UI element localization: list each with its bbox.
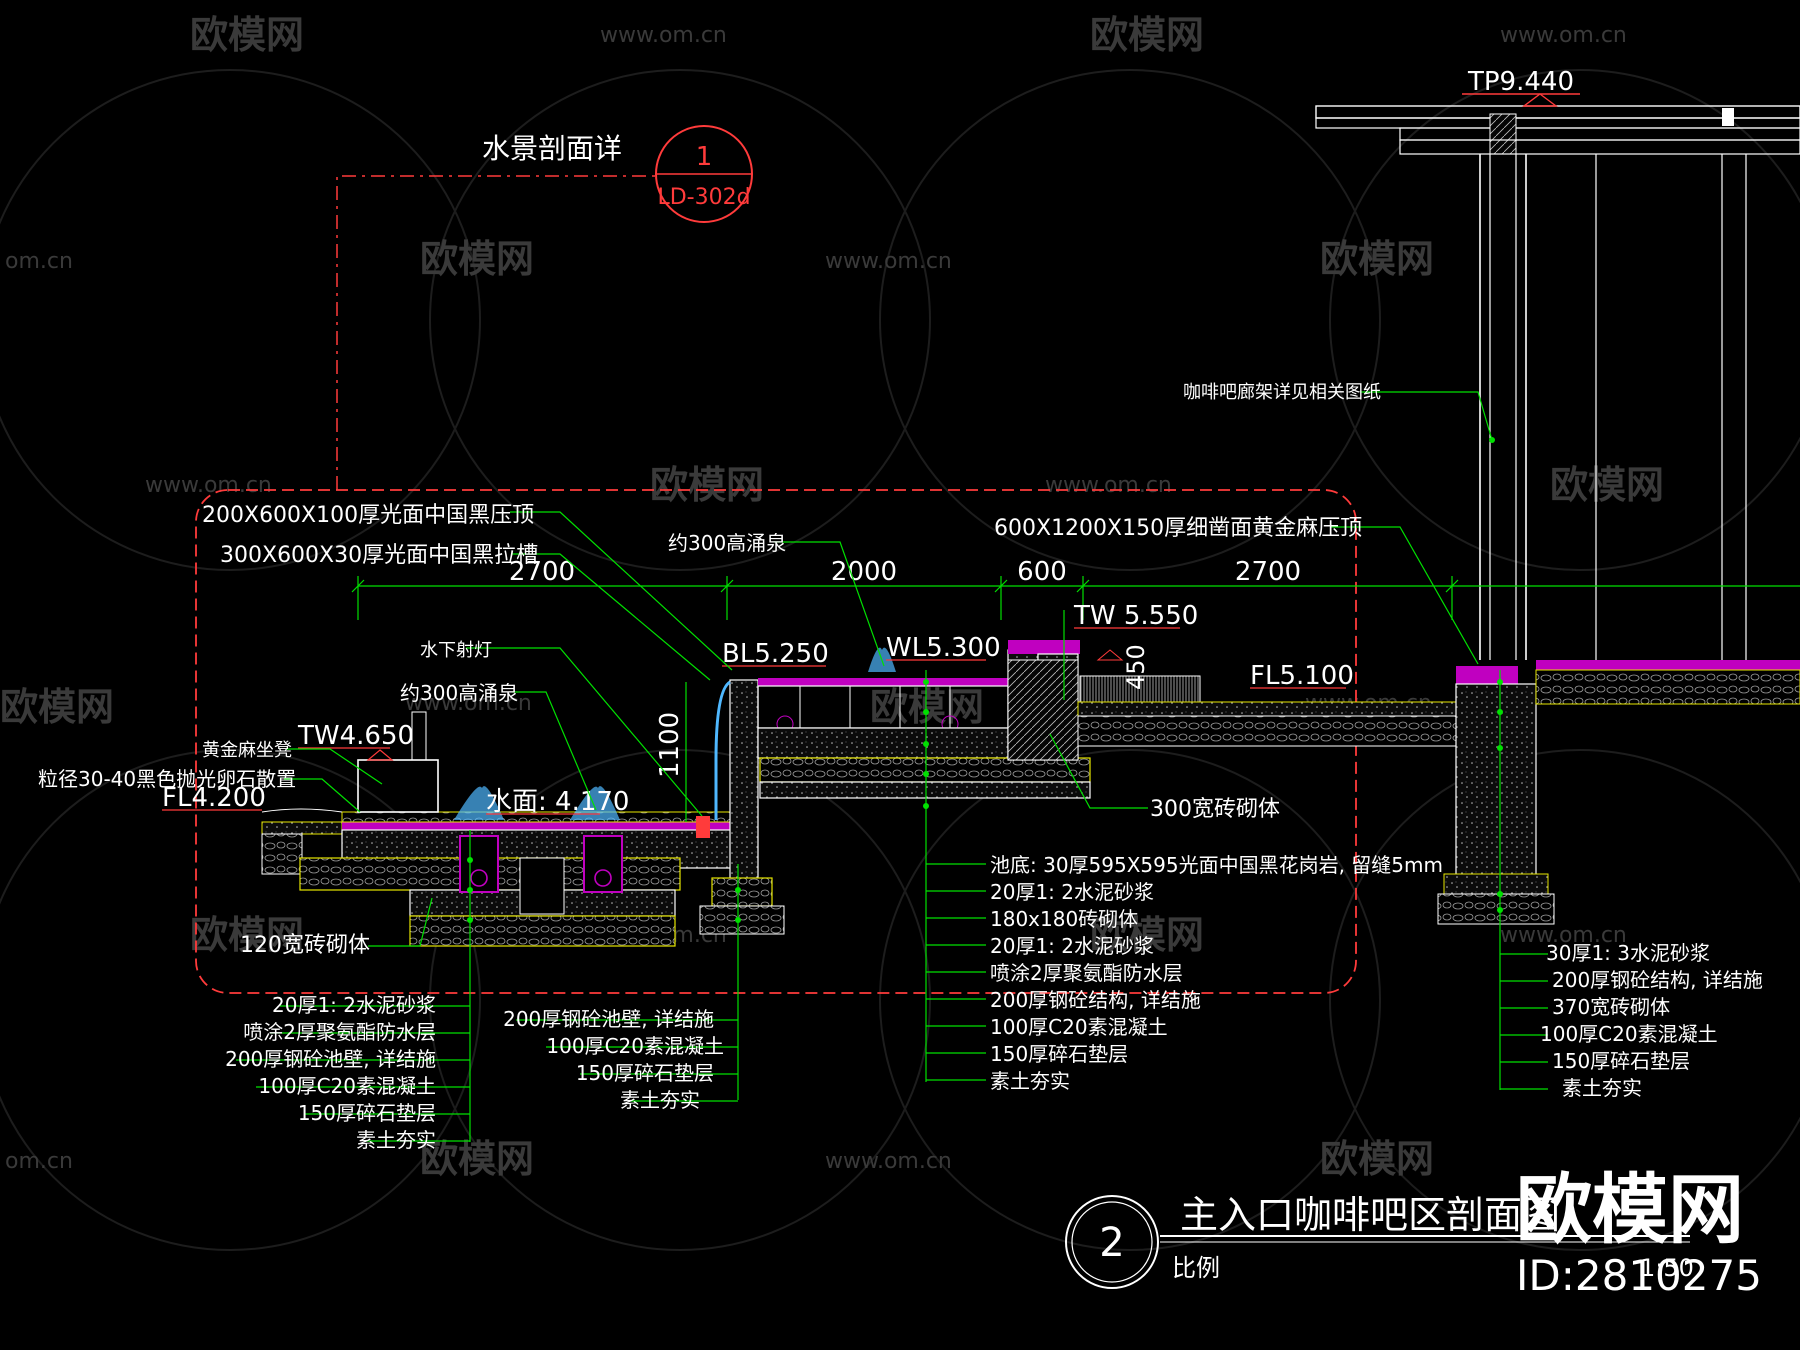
watermark-brand: 欧模网 — [870, 685, 984, 729]
stack-line: 素土夯实 — [356, 1128, 436, 1152]
section-structure — [261, 610, 1800, 947]
stack-line: 100厚C20素混凝土 — [258, 1074, 436, 1098]
level-tw-left: TW4.650 — [297, 721, 414, 751]
stack-line: 150厚碎石垫层 — [576, 1061, 714, 1085]
height-450: 450 — [1122, 644, 1150, 690]
label-groove: 300X600X30厚光面中国黑拉槽 — [220, 543, 538, 568]
watermark-url: www.om.cn — [1500, 923, 1627, 948]
stack-line: 20厚1: 2水泥砂浆 — [990, 880, 1154, 904]
level-wl: WL5.300 — [886, 633, 1001, 663]
title-number-circle — [1065, 1195, 1159, 1289]
level-tw-upper: TW 5.550 — [1073, 601, 1198, 631]
watermark-url: www.om.cn — [600, 23, 727, 48]
label-brick-120: 120宽砖砌体 — [240, 933, 370, 958]
detail-boundary — [195, 489, 1357, 994]
dim-3: 600 — [1017, 557, 1067, 587]
level-water: 水面: 4.170 — [486, 787, 629, 817]
watermark-brand: 欧模网 — [1320, 237, 1434, 281]
stack-line: 素土夯实 — [620, 1088, 700, 1112]
callout-title: 水景剖面详 — [482, 132, 622, 165]
stack-line: 100厚C20素混凝土 — [1540, 1022, 1718, 1046]
stack-line: 素土夯实 — [1562, 1076, 1642, 1100]
watermark-brand: 欧模网 — [1090, 13, 1204, 57]
stack-line: 200厚钢砼池壁, 详结施 — [503, 1007, 714, 1031]
level-tp: TP9.440 — [1467, 67, 1574, 97]
watermark-url: www.om.cn — [145, 473, 272, 498]
watermark-url: www.om.cn — [1045, 473, 1172, 498]
stack-line: 200厚钢砼结构, 详结施 — [1552, 968, 1763, 992]
stack-pool-bottom: 池底: 30厚595X595光面中国黑花岗岩, 留缝5mm 20厚1: 2水泥砂… — [926, 853, 1443, 1093]
dim-2: 2000 — [831, 557, 897, 587]
stack-line: 100厚C20素混凝土 — [546, 1034, 724, 1058]
section-callout: 水景剖面详 1 LD-302d — [336, 125, 753, 490]
label-fountain-left: 约300高涌泉 — [400, 681, 518, 705]
scale-label: 比例 — [1172, 1254, 1220, 1282]
stack-right: 30厚1: 3水泥砂浆 200厚钢砼结构, 详结施 370宽砖砌体 100厚C2… — [1500, 941, 1763, 1100]
watermark-brand: 欧模网 — [190, 13, 304, 57]
watermark-url: www.om.cn — [825, 1149, 952, 1174]
stack-line: 20厚1: 2水泥砂浆 — [990, 934, 1154, 958]
watermark-brand: 欧模网 — [1090, 913, 1204, 957]
watermark-brand: 欧模网 — [1550, 463, 1664, 507]
watermark-brand: 欧模网 — [1320, 1137, 1434, 1181]
watermark-brand: 欧模网 — [420, 1137, 534, 1181]
pergola-frame: TP9.440 — [1315, 67, 1800, 660]
stack-line: 370宽砖砌体 — [1552, 995, 1670, 1019]
level-fl-right: FL5.100 — [1250, 661, 1354, 691]
watermark-layer: 欧模网 欧模网 欧模网 欧模网 欧模网 欧模网 欧模网 欧模网 欧模网 欧模网 … — [0, 13, 1800, 1251]
watermark-brand: 欧模网 — [650, 463, 764, 507]
stack-line: 30厚1: 3水泥砂浆 — [1546, 941, 1710, 965]
watermark-url-short: om.cn — [5, 249, 73, 274]
label-coping-right: 600X1200X150厚细凿面黄金麻压顶 — [994, 516, 1362, 541]
stack-left-pool: 20厚1: 2水泥砂浆 喷涂2厚聚氨酯防水层 200厚钢砼池壁, 详结施 100… — [225, 993, 470, 1152]
stack-line: 素土夯实 — [990, 1069, 1070, 1093]
stack-middle: 200厚钢砼池壁, 详结施 100厚C20素混凝土 150厚碎石垫层 素土夯实 — [503, 1007, 738, 1112]
stack-line: 180x180砖砌体 — [990, 907, 1138, 931]
label-coping-left: 200X600X100厚光面中国黑压顶 — [202, 503, 534, 528]
scale-value: 1:50 — [1640, 1254, 1694, 1282]
label-brick-300: 300宽砖砌体 — [1150, 797, 1280, 822]
stack-line: 20厚1: 2水泥砂浆 — [272, 993, 436, 1017]
title-block: 2 主入口咖啡吧区剖面图 比例 1:50 — [1065, 1193, 1694, 1289]
watermark-brand: 欧模网 — [420, 237, 534, 281]
watermark-url: www.om.cn — [1500, 23, 1627, 48]
stack-line: 喷涂2厚聚氨酯防水层 — [990, 961, 1183, 985]
stack-line: 池底: 30厚595X595光面中国黑花岗岩, 留缝5mm — [990, 853, 1443, 877]
stack-line: 150厚碎石垫层 — [990, 1042, 1128, 1066]
title-text: 主入口咖啡吧区剖面图 — [1180, 1193, 1560, 1237]
dim-4: 2700 — [1235, 557, 1301, 587]
watermark-url: www.om.cn — [825, 249, 952, 274]
stack-line: 200厚钢砼池壁, 详结施 — [225, 1047, 436, 1071]
annotation-labels: 咖啡吧廊架详见相关图纸 600X1200X150厚细凿面黄金麻压顶 200X60… — [38, 382, 1381, 958]
title-number: 2 — [1099, 1220, 1124, 1266]
stack-line: 喷涂2厚聚氨酯防水层 — [243, 1020, 436, 1044]
watermark-brand: 欧模网 — [190, 913, 304, 957]
badge-id: ID:2810275 — [1516, 1251, 1762, 1300]
stack-line: 200厚钢砼结构, 详结施 — [990, 988, 1201, 1012]
level-bl: BL5.250 — [722, 639, 829, 669]
corner-badge: 欧模网 ID:2810275 — [1516, 1165, 1762, 1300]
watermark-brand: 欧模网 — [0, 685, 114, 729]
level-fl-left: FL4.200 — [162, 783, 266, 813]
label-underwater-light: 水下射灯 — [420, 640, 492, 661]
leader-lines — [284, 391, 1503, 1142]
label-cafe-frame: 咖啡吧廊架详见相关图纸 — [1183, 382, 1381, 403]
badge-brand: 欧模网 — [1516, 1165, 1744, 1254]
dim-1: 2700 — [509, 557, 575, 587]
callout-sheet-ref: LD-302d — [657, 185, 750, 210]
level-markers: TW 5.550 WL5.300 BL5.250 FL5.100 TW4.650… — [162, 601, 1354, 822]
height-1100: 1100 — [655, 712, 685, 778]
label-bench: 黄金麻坐凳 — [202, 740, 292, 761]
callout-number: 1 — [696, 142, 713, 172]
stack-line: 150厚碎石垫层 — [1552, 1049, 1690, 1073]
stack-line: 150厚碎石垫层 — [298, 1101, 436, 1125]
stack-line: 100厚C20素混凝土 — [990, 1015, 1168, 1039]
label-fountain-top: 约300高涌泉 — [668, 531, 786, 555]
watermark-url-short: om.cn — [5, 1149, 73, 1174]
label-pebbles: 粒径30-40黑色抛光卵石散置 — [38, 767, 296, 791]
